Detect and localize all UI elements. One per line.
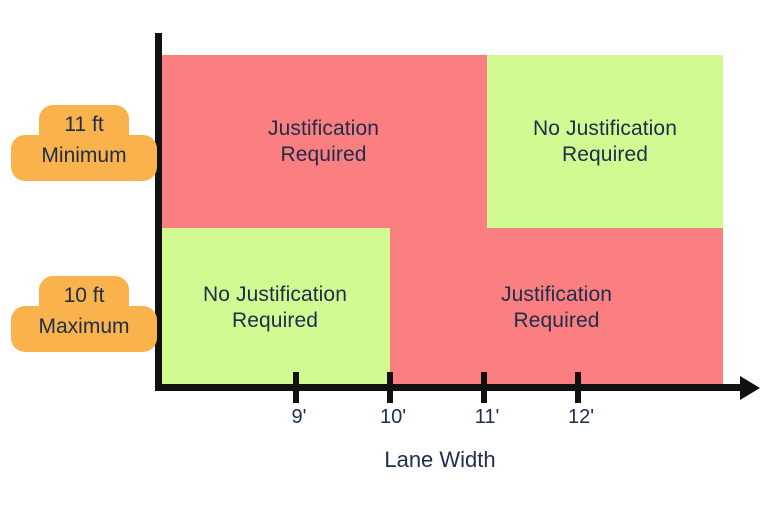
badge-minimum-cap-shape — [39, 105, 129, 151]
region-upper-right-label: No Justification Required — [527, 116, 683, 167]
badge-maximum-bottom-line: Maximum — [38, 315, 130, 338]
region-upper-right-line1: No Justification — [533, 116, 677, 140]
badge-11ft-minimum: 11 ft Minimum — [11, 105, 157, 181]
badge-10ft-maximum: 10 ft Maximum — [11, 276, 157, 352]
x-axis-tick-mark-9ft — [293, 372, 299, 403]
x-axis-tick-label-12ft: 12' — [567, 406, 595, 428]
badge-minimum-bottom-line: Minimum — [41, 144, 127, 167]
region-upper-left-label: Justification Required — [262, 116, 385, 167]
x-axis-tick-mark-12ft — [575, 372, 581, 403]
region-upper-left-line1: Justification — [267, 116, 380, 140]
x-axis-tick-label-9ft: 9' — [291, 406, 307, 428]
y-axis-line — [155, 33, 162, 390]
region-upper-right-line2: Required — [561, 142, 649, 166]
x-axis-tick-mark-10ft — [387, 372, 393, 403]
x-axis-tick-mark-11ft — [481, 372, 487, 403]
x-axis-title: Lane Width — [384, 447, 496, 472]
region-lower-right-justification-required: Justification Required — [390, 228, 723, 388]
region-upper-left-justification-required: Justification Required — [160, 55, 487, 228]
x-axis-tick-label-11ft: 11' — [474, 406, 500, 428]
region-lower-left-line2: Required — [231, 309, 319, 332]
x-axis-tick-label-10ft: 10' — [379, 406, 407, 428]
badge-maximum-top-line: 10 ft — [63, 284, 105, 307]
region-upper-left-line2: Required — [280, 142, 367, 166]
region-lower-left-line1: No Justification — [203, 283, 347, 307]
region-lower-right-label: Justification Required — [495, 282, 618, 333]
region-lower-left-label: No Justification Required — [197, 282, 353, 333]
badge-maximum-cap-shape — [39, 276, 129, 322]
region-lower-left-no-justification-required: No Justification Required — [160, 228, 390, 388]
badge-minimum-top-line: 11 ft — [64, 113, 104, 136]
region-upper-right-no-justification-required: No Justification Required — [487, 55, 723, 228]
x-axis-arrow-icon — [740, 376, 760, 400]
region-lower-right-line1: Justification — [500, 283, 613, 307]
region-lower-right-line2: Required — [513, 309, 600, 332]
x-axis-line — [155, 384, 747, 391]
